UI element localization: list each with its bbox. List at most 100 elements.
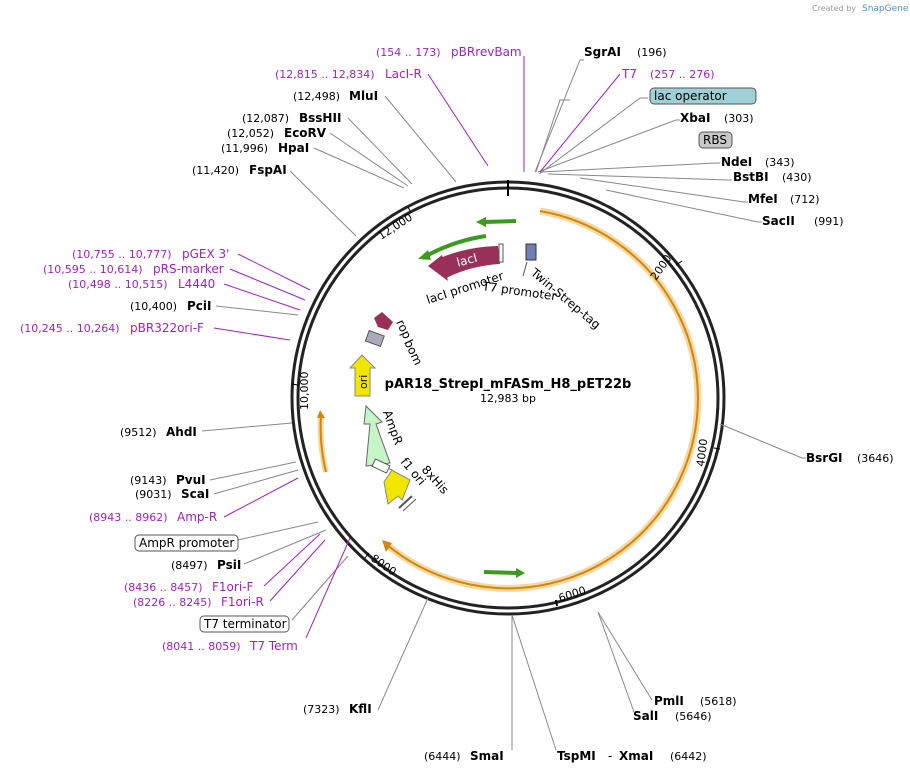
created-by-text: Created by (812, 4, 856, 13)
primer-pbr322ori-f[interactable]: pBR322ori-F (130, 321, 204, 335)
enzyme-xbai[interactable]: XbaI (680, 111, 710, 125)
rbs-box[interactable] (698, 131, 733, 149)
enzyme-bstbi[interactable]: BstBI (733, 170, 769, 184)
enzyme-sgrai-pos: (196) (637, 46, 667, 59)
enzyme-pvui[interactable]: PvuI (176, 473, 206, 487)
enzyme-scai[interactable]: ScaI (181, 487, 209, 501)
enzyme-ndei[interactable]: NdeI (721, 155, 752, 169)
enzyme-ahdi-pos: (9512) (120, 426, 157, 439)
enzyme-pvui-pos: (9143) (130, 474, 167, 487)
enzyme-tspmi-sep: - (608, 749, 612, 763)
enzyme-fspai[interactable]: FspAI (249, 163, 287, 177)
f1-ori-feature[interactable] (383, 467, 411, 505)
primer-f1ori-r[interactable]: F1ori-R (221, 595, 264, 609)
enzyme-pcii-pos: (10,400) (130, 300, 177, 313)
primer-t7-pos: (257 .. 276) (650, 68, 715, 81)
lacI-arrow-head (428, 255, 448, 281)
green-arrow-lacI-head (418, 250, 431, 260)
green-arrow-top (483, 219, 517, 224)
enzyme-mlui-pos: (12,498) (293, 90, 340, 103)
primer-f1ori-r-pos: (8226 .. 8245) (133, 596, 212, 609)
enzyme-smai-pos: (6444) (424, 750, 461, 763)
enzyme-psii[interactable]: PsiI (217, 558, 241, 572)
enzyme-sacii[interactable]: SacII (762, 214, 795, 228)
leaders-left (201, 95, 457, 711)
enzyme-smai[interactable]: SmaI (470, 749, 504, 763)
ampR-feature[interactable] (363, 404, 391, 467)
primer-prs-marker[interactable]: pRS-marker (153, 262, 224, 276)
tick-6000 (555, 599, 558, 607)
primer-amp-r-pos: (8943 .. 8962) (89, 511, 168, 524)
enzyme-hpai[interactable]: HpaI (278, 141, 309, 155)
enzyme-pcii[interactable]: PciI (187, 299, 212, 313)
bom-feature[interactable] (364, 329, 385, 348)
ori-feature[interactable] (348, 354, 377, 397)
primer-pbrrevbam-pos: (154 .. 173) (376, 46, 441, 59)
enzyme-mfei-pos: (712) (790, 193, 820, 206)
tick-12000 (407, 206, 412, 214)
enzyme-sali-pos: (5646) (675, 710, 712, 723)
green-arrow-top-head (476, 217, 486, 227)
primer-pbr322ori-f-pos: (10,245 .. 10,264) (20, 322, 120, 335)
lac-operator-label: lac operator (654, 89, 727, 103)
tick-4000 (713, 447, 721, 450)
primer-pgex3-pos: (10,755 .. 10,777) (72, 248, 172, 261)
cds-arc-head (382, 540, 392, 552)
green-arrow-bottom (483, 570, 517, 575)
enzyme-kfli[interactable]: KflI (349, 702, 372, 716)
primer-prs-marker-pos: (10,595 .. 10,614) (43, 263, 143, 276)
green-arrow-bottom-head (516, 568, 525, 578)
lacI-feature[interactable] (440, 246, 500, 278)
enzyme-pmli[interactable]: PmlI (654, 694, 684, 708)
primer-t7-term-pos: (8041 .. 8059) (162, 640, 241, 653)
tick-8000 (364, 552, 370, 559)
enzyme-mfei[interactable]: MfeI (748, 192, 778, 206)
enzyme-bsshii-pos: (12,087) (242, 112, 289, 125)
primer-pbrrevbam[interactable]: pBRrevBam (451, 45, 522, 59)
primer-l4440[interactable]: L4440 (178, 277, 215, 291)
enzyme-ndei-pos: (343) (765, 156, 795, 169)
enzyme-hpai-pos: (11,996) (221, 142, 268, 155)
primer-t7[interactable]: T7 (621, 67, 637, 81)
plasmid-size: 12,983 bp (480, 392, 536, 405)
ampr-arc-core (319, 414, 327, 473)
enzyme-pmli-pos: (5618) (700, 695, 737, 708)
enzyme-ecorv[interactable]: EcoRV (284, 126, 327, 140)
enzyme-bsrgi[interactable]: BsrGI (806, 451, 843, 465)
primer-l4440-pos: (10,498 .. 10,515) (68, 278, 168, 291)
lacI-label: lacI (455, 251, 479, 270)
twin-strep-tag-feature[interactable] (525, 243, 537, 261)
rop-feature[interactable] (374, 312, 393, 330)
enzyme-xmai[interactable]: XmaI (619, 749, 653, 763)
t7-terminator-label: T7 terminator (203, 617, 287, 631)
primer-f1ori-f[interactable]: F1ori-F (212, 580, 253, 594)
green-arrow-lacI (427, 234, 487, 257)
primer-leaders (213, 56, 621, 639)
enzyme-xmai-pos: (6442) (670, 750, 707, 763)
enzyme-tspmi[interactable]: TspMI (557, 749, 596, 763)
enzyme-kfli-pos: (7323) (303, 703, 340, 716)
primer-laci-r[interactable]: LacI-R (385, 67, 422, 81)
enzyme-sgrai[interactable]: SgrAI (584, 45, 621, 59)
enzyme-mlui[interactable]: MluI (349, 89, 378, 103)
enzyme-bsshii[interactable]: BssHII (299, 111, 341, 125)
tick-10000 (291, 383, 299, 386)
enzyme-bstbi-pos: (430) (782, 171, 812, 184)
rbs-label: RBS (703, 133, 727, 147)
t7-terminator-box[interactable] (199, 615, 290, 633)
ampr-promoter-box[interactable] (134, 534, 239, 552)
primer-amp-r[interactable]: Amp-R (177, 510, 217, 524)
ampr-promoter-label: AmpR promoter (139, 536, 234, 550)
lacI-promoter-box (498, 243, 504, 263)
ampr-promoter-feature[interactable] (371, 458, 391, 474)
enzyme-sali[interactable]: SalI (633, 709, 658, 723)
primer-t7-term[interactable]: T7 Term (249, 639, 298, 653)
twin-strep-tag-leader (522, 261, 528, 277)
enzyme-ahdi[interactable]: AhdI (166, 425, 197, 439)
his-tag-mark-1 (398, 495, 413, 509)
snapgene-logo: SnapGene (862, 4, 909, 14)
primer-pgex3[interactable]: pGEX 3' (182, 247, 229, 261)
lac-operator-box[interactable] (649, 87, 757, 105)
enzyme-xbai-pos: (303) (724, 112, 754, 125)
